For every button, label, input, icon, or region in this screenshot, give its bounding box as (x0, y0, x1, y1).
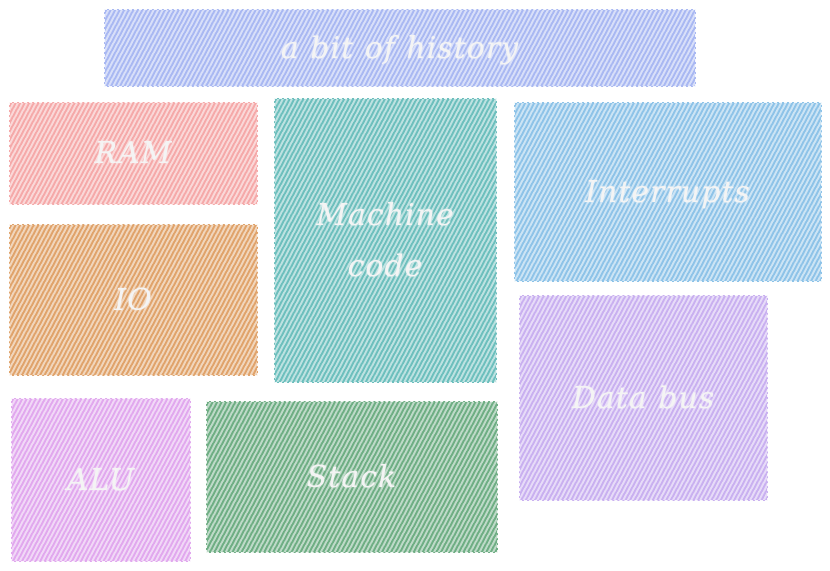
box-label-interrupts: Interrupts (585, 174, 751, 210)
box-io: IO (9, 224, 258, 376)
box-data-bus: Data bus (519, 295, 768, 501)
box-label-io: IO (114, 282, 153, 318)
box-label-stack: Stack (306, 459, 398, 495)
box-interrupts: Interrupts (514, 102, 822, 282)
box-label-alu: ALU (66, 462, 136, 498)
box-alu: ALU (11, 398, 191, 562)
box-label-ram: RAM (94, 136, 173, 171)
box-ram: RAM (9, 102, 258, 205)
box-label-history: a bit of history (280, 30, 520, 66)
box-machine-code: Machine code (274, 98, 497, 383)
box-label-data-bus: Data bus (571, 380, 716, 416)
box-stack: Stack (206, 401, 498, 553)
box-label-machine-code: Machine code (316, 197, 455, 284)
box-history: a bit of history (104, 9, 696, 87)
